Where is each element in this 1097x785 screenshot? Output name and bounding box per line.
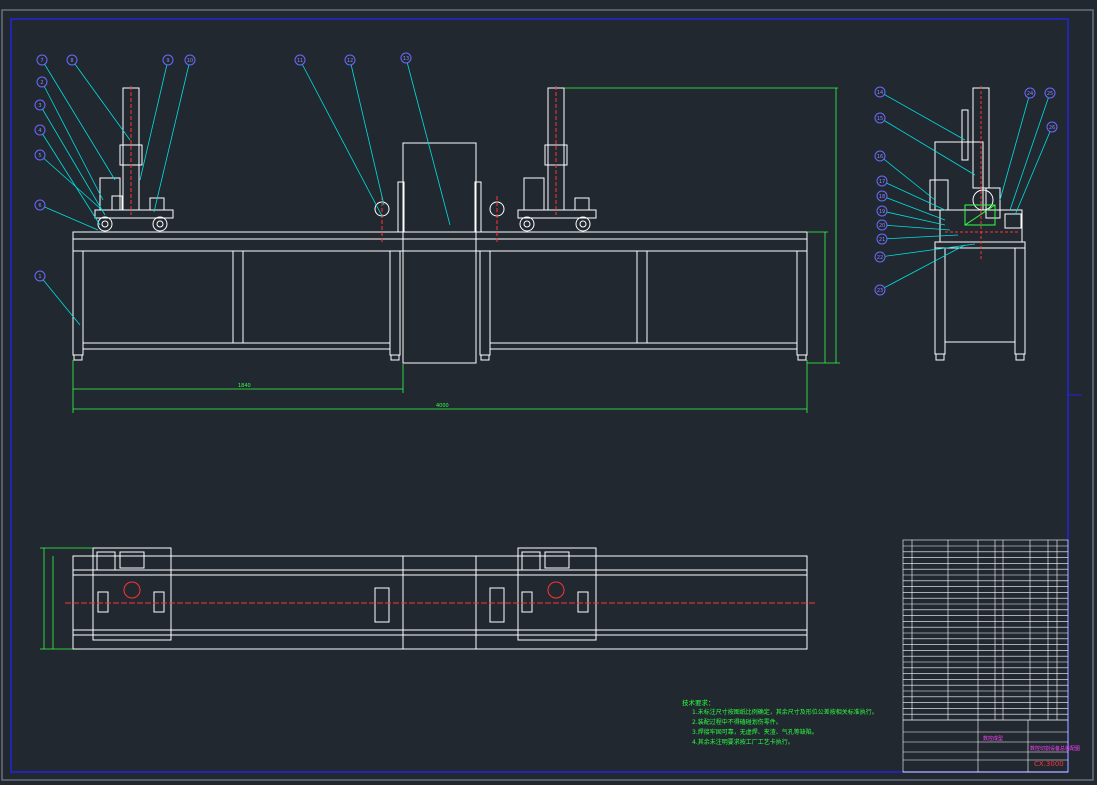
tech-note-line: 4.其余未注明要求按工厂工艺卡执行。 bbox=[692, 739, 794, 746]
balloon-label: 20 bbox=[879, 223, 885, 229]
sheet-inner-border bbox=[10, 18, 1069, 773]
balloon-label: 23 bbox=[877, 288, 883, 294]
balloon-label: 10 bbox=[187, 58, 193, 64]
balloon-label: 8 bbox=[70, 58, 73, 64]
balloon-circle bbox=[36, 76, 48, 88]
leader-line bbox=[1014, 126, 1053, 216]
balloon-circle bbox=[34, 149, 46, 161]
sheet-outer-border bbox=[1, 9, 1094, 781]
leader-line bbox=[879, 91, 966, 141]
balloon-circle bbox=[34, 199, 46, 211]
balloon-circle bbox=[876, 190, 888, 202]
leader-line bbox=[41, 81, 104, 201]
leader-line bbox=[879, 243, 976, 258]
title-company: 数控成型 bbox=[983, 735, 1003, 742]
balloon-label: 26 bbox=[1049, 125, 1055, 131]
balloon-circle bbox=[874, 86, 886, 98]
leader-line bbox=[881, 224, 951, 231]
balloon-label: 2 bbox=[40, 80, 43, 86]
balloon-circle bbox=[66, 54, 78, 66]
leader-line bbox=[881, 210, 946, 226]
balloon-circle bbox=[874, 112, 886, 124]
balloon-label: 12 bbox=[347, 58, 353, 64]
balloon-circle bbox=[874, 284, 886, 296]
balloon-circle bbox=[34, 124, 46, 136]
balloon-label: 13 bbox=[403, 56, 409, 62]
balloon-circle bbox=[400, 52, 412, 64]
balloon-circle bbox=[162, 54, 174, 66]
balloon-label: 1 bbox=[38, 274, 41, 280]
balloon-circle bbox=[34, 270, 46, 282]
balloon-circle bbox=[876, 175, 888, 187]
balloon-label: 6 bbox=[38, 203, 41, 209]
tech-notes-title: 技术要求： bbox=[682, 699, 715, 707]
balloon-label: 24 bbox=[1027, 91, 1033, 97]
tech-note-line: 2.装配过程中不得磕碰划伤零件。 bbox=[692, 719, 782, 726]
balloon-circle bbox=[876, 233, 888, 245]
leader-line bbox=[879, 155, 936, 201]
side-balloons: 14 15 16 17 18 19 20 21 22 23 24 25 26 bbox=[874, 86, 1058, 296]
balloon-label: 5 bbox=[38, 153, 41, 159]
balloon-label: 3 bbox=[38, 103, 41, 109]
leader-line bbox=[39, 154, 103, 211]
balloon-circle bbox=[1024, 87, 1036, 99]
balloon-label: 22 bbox=[877, 255, 883, 261]
leader-line bbox=[881, 195, 946, 221]
leader-line bbox=[39, 104, 106, 216]
title-drawing-number: CX.3000 bbox=[1034, 760, 1064, 768]
leader-line bbox=[879, 244, 966, 291]
balloon-circle bbox=[344, 54, 356, 66]
technical-notes: 技术要求： 1.未标注尺寸按图纸比例确定，其余尺寸及形位公差按相关标准执行。 2… bbox=[682, 698, 878, 748]
tech-note-line: 3.焊接牢固可靠，无虚焊、夹渣、气孔等缺陷。 bbox=[692, 729, 818, 736]
balloon-label: 9 bbox=[166, 58, 169, 64]
balloon-label: 17 bbox=[879, 179, 885, 185]
leader-line bbox=[349, 59, 385, 206]
balloon-label: 15 bbox=[877, 116, 883, 122]
dim-total-length: 4000 bbox=[436, 403, 449, 409]
leader-line bbox=[39, 275, 81, 326]
balloon-circle bbox=[876, 219, 888, 231]
balloon-circle bbox=[1044, 87, 1056, 99]
balloon-circle bbox=[184, 54, 196, 66]
balloon-label: 14 bbox=[877, 90, 883, 96]
dim-half-length: 1840 bbox=[238, 383, 251, 389]
balloon-label: 16 bbox=[877, 154, 883, 160]
balloon-circle bbox=[294, 54, 306, 66]
balloon-label: 7 bbox=[40, 58, 43, 64]
leader-line bbox=[41, 59, 116, 181]
balloon-label: 18 bbox=[879, 194, 885, 200]
leader-line bbox=[881, 180, 946, 211]
balloon-label: 4 bbox=[38, 128, 41, 134]
leader-line bbox=[139, 59, 169, 181]
title-drawing-name: 数控切割设备总装配图 bbox=[1030, 745, 1080, 752]
front-view bbox=[72, 87, 808, 364]
leader-line bbox=[153, 59, 191, 213]
leader-line bbox=[39, 204, 99, 231]
leader-line bbox=[881, 234, 959, 240]
leader-line bbox=[71, 59, 131, 141]
tech-note-line: 1.未标注尺寸按图纸比例确定，其余尺寸及形位公差按相关标准执行。 bbox=[692, 709, 878, 716]
leader-line bbox=[405, 57, 451, 226]
leader-line bbox=[1009, 92, 1051, 211]
balloon-circle bbox=[876, 205, 888, 217]
balloon-label: 11 bbox=[297, 58, 303, 64]
balloon-circle bbox=[874, 150, 886, 162]
balloon-label: 21 bbox=[879, 237, 885, 243]
leader-line bbox=[879, 117, 976, 176]
leader-line bbox=[39, 129, 101, 226]
balloon-label: 19 bbox=[879, 209, 885, 215]
bom-table bbox=[902, 539, 1069, 773]
balloon-circle bbox=[874, 251, 886, 263]
leader-line bbox=[299, 59, 383, 217]
balloon-circle bbox=[34, 99, 46, 111]
balloon-circle bbox=[1046, 121, 1058, 133]
side-view bbox=[929, 87, 1026, 361]
leader-line bbox=[999, 92, 1031, 201]
plan-view bbox=[72, 547, 808, 650]
balloon-circle bbox=[36, 54, 48, 66]
balloon-label: 25 bbox=[1047, 91, 1053, 97]
